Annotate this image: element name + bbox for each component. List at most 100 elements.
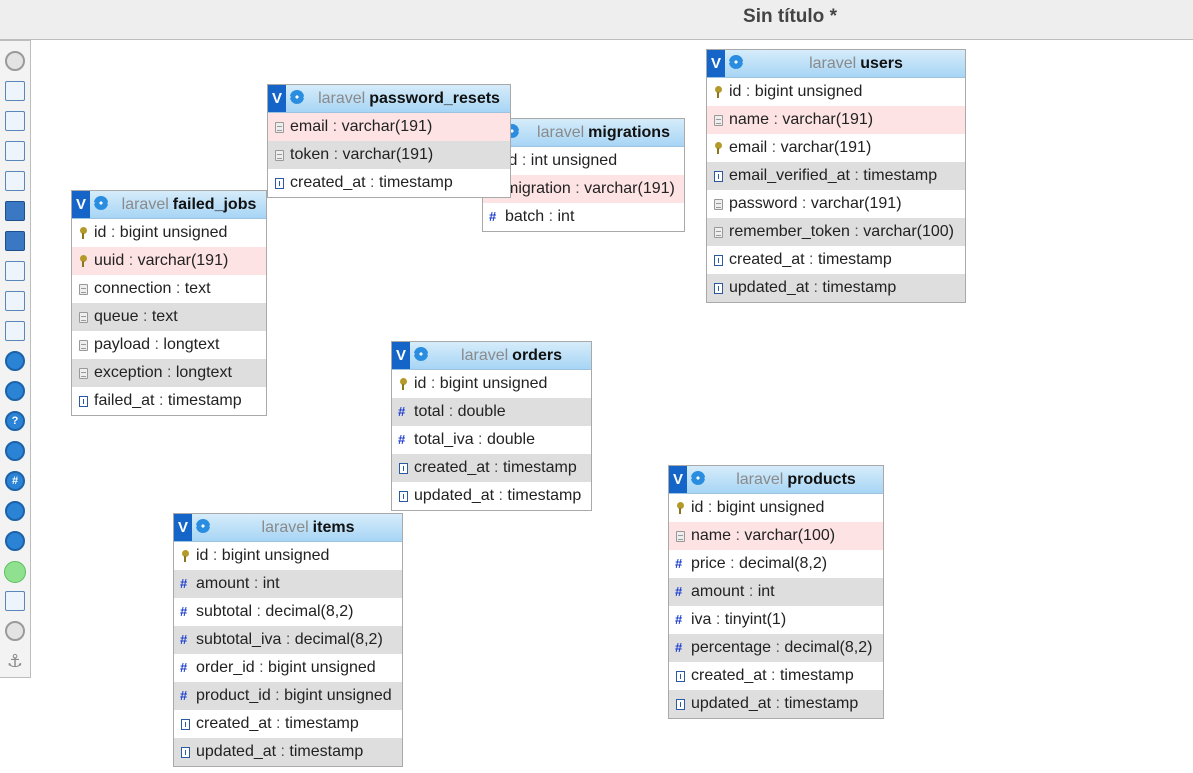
text-icon [275,122,284,133]
table-row[interactable]: #amount : int [174,570,402,598]
info-icon[interactable] [5,351,25,371]
table-row[interactable]: email_verified_at : timestamp [707,162,965,190]
gear-icon[interactable] [196,519,210,533]
collapse-toggle-icon[interactable]: V [72,191,90,218]
table-row[interactable]: id : int unsigned [483,147,684,175]
gear-icon[interactable] [290,90,304,104]
table-row[interactable]: uuid : varchar(191) [72,247,266,275]
gear-icon[interactable] [691,471,705,485]
table-row[interactable]: email : varchar(191) [707,134,965,162]
table-row[interactable]: #batch : int [483,203,684,231]
collapse-toggle-icon[interactable]: V [669,466,687,493]
table-row[interactable]: name : varchar(191) [707,106,965,134]
table-row[interactable]: created_at : timestamp [392,454,591,482]
anchor-icon[interactable]: ⚓ [5,651,25,671]
collapse-toggle-icon[interactable]: V [268,85,286,112]
column-type: varchar(191) [584,180,675,197]
table-row[interactable]: #price : decimal(8,2) [669,550,883,578]
table-row[interactable]: created_at : timestamp [669,662,883,690]
table-row[interactable]: password : varchar(191) [707,190,965,218]
chevron-up-icon[interactable] [5,51,25,71]
table-row[interactable]: #subtotal_iva : decimal(8,2) [174,626,402,654]
grid-icon[interactable]: # [5,471,25,491]
gear-icon[interactable] [94,196,108,210]
help-icon[interactable]: ? [5,411,25,431]
export-icon[interactable] [5,261,25,281]
collapse-toggle-icon[interactable]: V [707,50,725,77]
table-row[interactable]: created_at : timestamp [268,169,510,197]
table-row[interactable]: updated_at : timestamp [707,274,965,302]
table-row[interactable]: id : bigint unsigned [669,494,883,522]
column-label: batch : int [505,208,574,225]
column-label: product_id : bigint unsigned [196,687,392,704]
table-row[interactable]: token : varchar(191) [268,141,510,169]
table-row[interactable]: #total_iva : double [392,426,591,454]
edit-icon[interactable] [5,171,25,191]
table-row[interactable]: #iva : tinyint(1) [669,606,883,634]
save-icon[interactable] [5,201,25,221]
gear-icon[interactable] [729,55,743,69]
table-row[interactable]: remember_token : varchar(100) [707,218,965,246]
table-row[interactable]: created_at : timestamp [174,710,402,738]
upload-icon[interactable] [5,531,25,551]
refresh-icon[interactable] [5,381,25,401]
table-row[interactable]: updated_at : timestamp [174,738,402,766]
table-row[interactable]: id : bigint unsigned [392,370,591,398]
link-icon[interactable] [5,441,25,461]
table-row[interactable]: id : bigint unsigned [174,542,402,570]
relation-icon[interactable] [5,321,25,341]
table-row[interactable]: id : bigint unsigned [72,219,266,247]
table-row[interactable]: updated_at : timestamp [392,482,591,510]
table-row[interactable]: email : varchar(191) [268,113,510,141]
download-icon[interactable] [5,501,25,521]
collapse-toggle-icon[interactable]: V [174,514,192,541]
table-row[interactable]: exception : longtext [72,359,266,387]
gear-icon[interactable] [414,347,428,361]
table-row[interactable]: #amount : int [669,578,883,606]
export-image-icon[interactable] [5,591,25,611]
chevron-down-icon[interactable] [5,621,25,641]
table-row[interactable]: queue : text [72,303,266,331]
column-name: id [94,224,107,241]
table-row[interactable]: name : varchar(100) [669,522,883,550]
table-row[interactable]: payload : longtext [72,331,266,359]
collapse-toggle-icon[interactable]: V [392,342,410,369]
column-type: timestamp [507,487,582,504]
table-migrations[interactable]: Vlaravelmigrationsid : int unsignedmigra… [482,118,685,232]
save-as-icon[interactable] [5,231,25,251]
table-row[interactable]: created_at : timestamp [707,246,965,274]
table-row[interactable]: #total : double [392,398,591,426]
table-row[interactable]: #subtotal : decimal(8,2) [174,598,402,626]
key-icon [80,255,87,267]
table-row[interactable]: failed_at : timestamp [72,387,266,415]
text-icon [79,312,88,323]
table-row[interactable]: #product_id : bigint unsigned [174,682,402,710]
table-row[interactable]: connection : text [72,275,266,303]
page-icon[interactable] [5,291,25,311]
table-row[interactable]: #order_id : bigint unsigned [174,654,402,682]
column-name: name [691,527,732,544]
table-row[interactable]: id : bigint unsigned [707,78,965,106]
column-name: product_id [196,687,271,704]
table-row[interactable]: updated_at : timestamp [669,690,883,718]
column-type: varchar(100) [744,527,836,544]
toggle-icon[interactable] [4,561,26,583]
fit-to-screen-icon[interactable] [5,81,25,101]
table-row[interactable]: #percentage : decimal(8,2) [669,634,883,662]
table-row[interactable]: migration : varchar(191) [483,175,684,203]
add-table-icon[interactable] [5,111,25,131]
table-header[interactable]: Vlaravelmigrations [483,119,684,147]
new-document-icon[interactable] [5,141,25,161]
